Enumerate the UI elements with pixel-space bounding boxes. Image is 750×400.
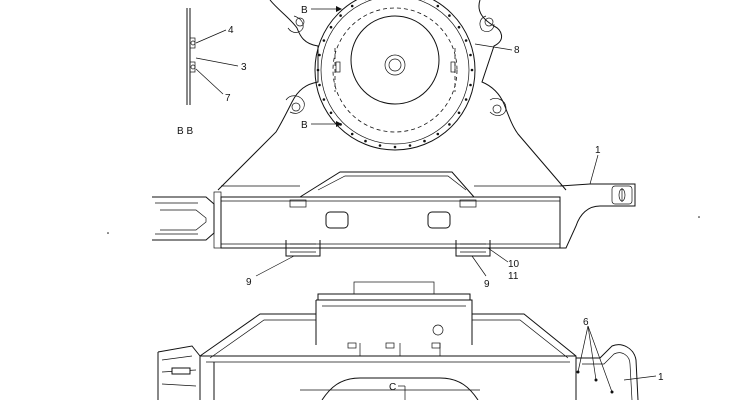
bolt-hole — [464, 98, 468, 101]
top-view-turntable: B B 8 — [217, 0, 567, 191]
bolt-hole — [436, 132, 440, 136]
bolt-hole — [322, 98, 326, 101]
callout-9-left: 9 — [246, 277, 252, 288]
section-marker-b-bottom: B — [301, 120, 308, 131]
bottom-view-frame: 6 1 C — [157, 281, 664, 400]
section-bb-detail: 4 3 7 B B — [177, 8, 247, 137]
callout-1-bottom: 1 — [658, 372, 664, 383]
bolt-hole — [329, 25, 333, 29]
callout-7: 7 — [225, 93, 231, 104]
bolt-hole — [378, 144, 382, 147]
stray-mark — [698, 216, 700, 218]
bolt-hole — [350, 4, 354, 8]
side-view-frame: 1 9 9 10 11 — [152, 145, 636, 290]
section-marker-b-top: B — [301, 5, 308, 16]
callout-4: 4 — [228, 25, 234, 36]
callout-6: 6 — [583, 317, 589, 328]
callout-10: 10 — [508, 259, 520, 270]
callout-8: 8 — [514, 45, 520, 56]
callout-3: 3 — [241, 62, 247, 73]
bolt-hole — [318, 53, 321, 57]
bolt-hole — [436, 4, 440, 8]
section-marker-c: C — [389, 382, 396, 393]
bolt-hole — [350, 132, 354, 136]
bolt-hole — [457, 111, 461, 115]
callout-11: 11 — [508, 271, 519, 282]
section-bb-label: B B — [177, 126, 193, 137]
bolt-hole — [469, 53, 472, 57]
bolt-hole — [470, 68, 474, 72]
bolt-hole — [448, 123, 451, 126]
bolt-hole — [448, 14, 451, 17]
bolt-hole — [393, 145, 397, 149]
bolt-hole-ring — [316, 0, 474, 149]
bolt-hole — [469, 83, 472, 87]
bolt-hole — [318, 83, 321, 87]
bolt-hole — [322, 39, 326, 42]
bolt-hole — [408, 144, 412, 147]
bolt-hole — [364, 139, 367, 143]
bolt-hole — [316, 68, 320, 72]
bolt-hole — [464, 39, 468, 42]
stray-mark — [107, 232, 109, 234]
bolt-hole — [423, 139, 426, 143]
bolt-hole — [339, 14, 342, 17]
bolt-hole — [329, 111, 333, 115]
callout-1-side: 1 — [595, 145, 601, 156]
bolt-hole — [457, 25, 461, 29]
callout-9-right: 9 — [484, 279, 490, 290]
